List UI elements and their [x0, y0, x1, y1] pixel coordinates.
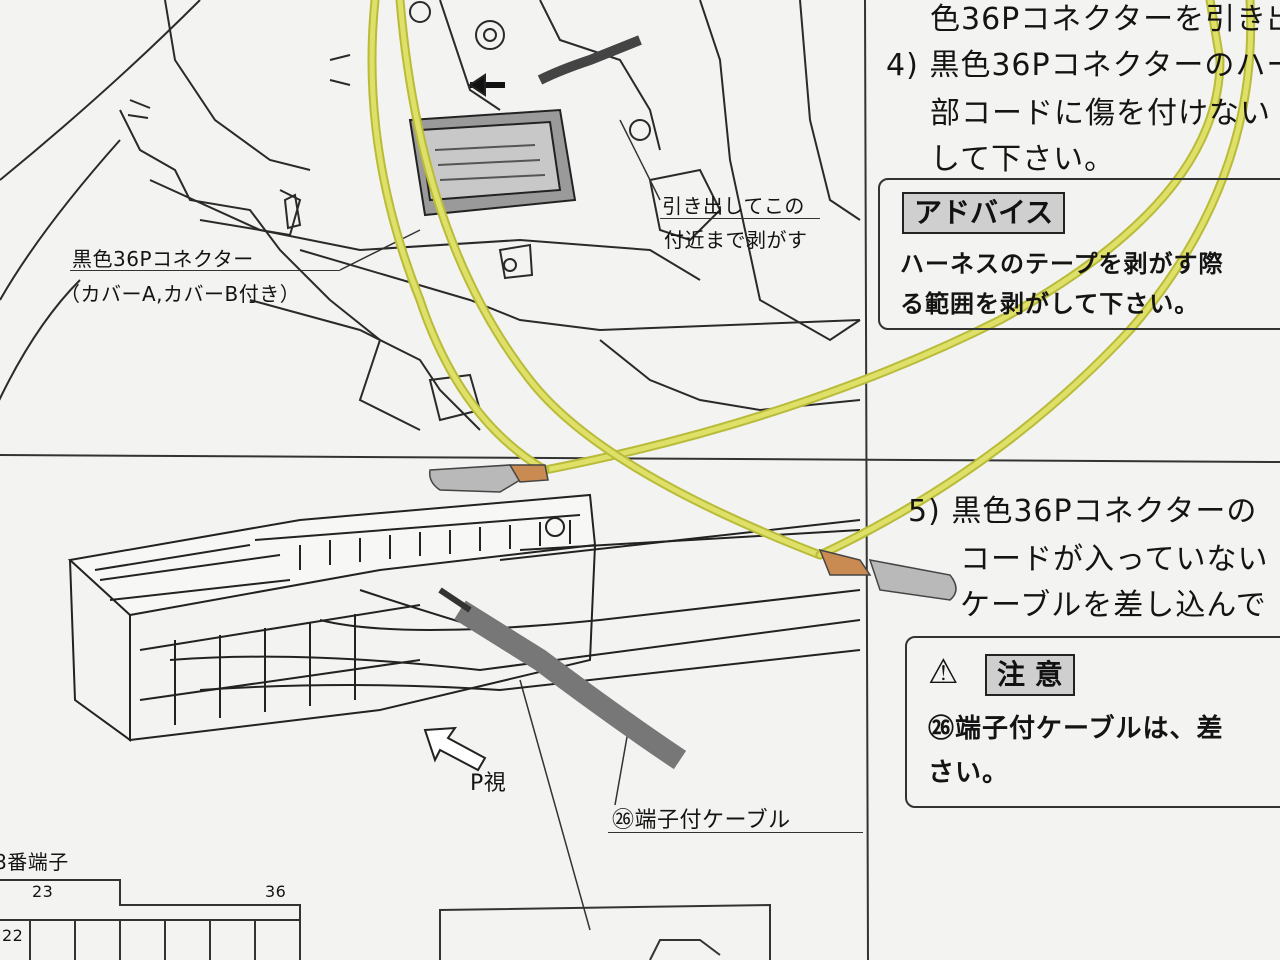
peel-note-line1: 引き出してこの — [662, 194, 805, 218]
terminal-label: 8番端子 — [0, 850, 69, 874]
step4-line2: 部コードに傷を付けない — [930, 96, 1271, 131]
pin-table-drawing — [0, 879, 301, 960]
step4-line0: 色36Pコネクターを引き出 — [930, 2, 1280, 37]
yellow-wire — [367, 0, 1256, 560]
advice-tag: アドバイス — [902, 192, 1066, 234]
connector-label-underline — [70, 270, 340, 271]
cable-label: ㉖端子付ケーブル — [612, 808, 791, 833]
step4-line3: して下さい。 — [930, 142, 1116, 177]
pin-number-22: 22 — [2, 926, 24, 945]
caution-line2: さい。 — [928, 758, 1010, 788]
advice-line1: ハーネスのテープを剥がす際 — [900, 250, 1224, 278]
step5-line2: コードが入っていない — [960, 542, 1269, 577]
view-arrow — [423, 726, 487, 772]
connector-sub-label: （カバーA,カバーB付き） — [60, 282, 301, 306]
top-connector-drawing — [408, 35, 642, 217]
caution-box — [905, 636, 1280, 808]
detail-box — [439, 903, 771, 960]
crimp-terminal-upper — [428, 464, 549, 493]
view-label: P視 — [470, 771, 507, 796]
caution-tag: 注 意 — [985, 654, 1075, 696]
step5-line1: 5) 黒色36Pコネクターの — [908, 494, 1258, 529]
crimp-terminal-lower — [818, 548, 957, 601]
advice-line2: る範囲を剥がして下さい。 — [900, 290, 1200, 318]
peel-note-underline — [660, 218, 820, 219]
connector-label: 黒色36Pコネクター — [72, 247, 254, 271]
pin-number-23: 23 — [32, 882, 54, 901]
inserted-cable-drawing — [438, 587, 687, 770]
step5-line3: ケーブルを差し込んで — [960, 588, 1267, 623]
peel-note-line2: 付近まで剥がす — [664, 228, 808, 252]
pin-number-36: 36 — [265, 882, 287, 901]
cable-label-underline — [608, 832, 863, 833]
caution-line1: ㉖端子付ケーブルは、差 — [928, 714, 1224, 744]
bottom-connector-drawing — [67, 493, 861, 742]
warning-triangle-icon: ⚠ — [928, 652, 959, 692]
advice-box — [878, 178, 1280, 330]
step4-line1: 4) 黒色36Pコネクターのハー — [886, 48, 1280, 83]
